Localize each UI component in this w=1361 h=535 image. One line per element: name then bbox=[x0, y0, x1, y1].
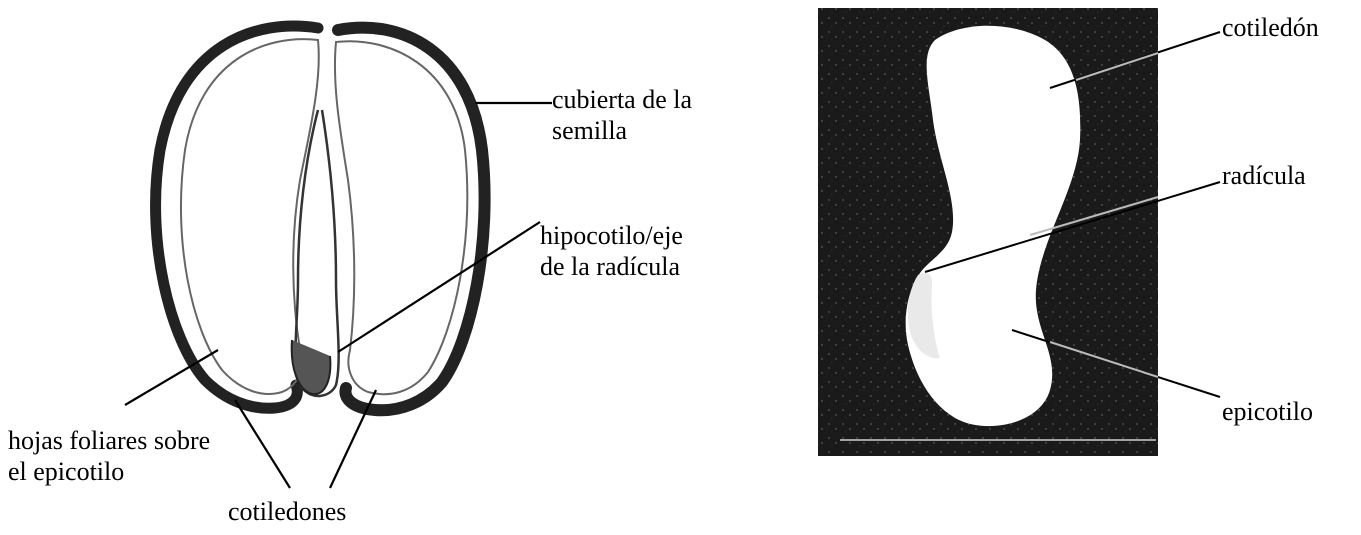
label-leaves-line2: el epicotilo bbox=[8, 456, 210, 487]
label-seed-coat: cubierta de la semilla bbox=[552, 84, 692, 146]
label-cotyledon: cotiledón bbox=[1222, 12, 1319, 43]
label-cotyledons: cotiledones bbox=[228, 496, 346, 527]
leader-hypocotyl bbox=[338, 222, 540, 352]
cotyledon-left bbox=[181, 39, 319, 394]
label-seed-coat-line2: semilla bbox=[552, 115, 692, 146]
label-hypocotyl-line1: hipocotilo/eje bbox=[540, 220, 683, 251]
label-hypocotyl-line2: de la radícula bbox=[540, 251, 683, 282]
bean-seed-section-drawing bbox=[156, 26, 485, 410]
embryo-photograph bbox=[818, 8, 1158, 456]
seed-coat-right bbox=[338, 28, 485, 411]
label-hypocotyl: hipocotilo/eje de la radícula bbox=[540, 220, 683, 282]
label-epicotyl: epicotilo bbox=[1222, 396, 1313, 427]
label-leaves: hojas foliares sobre el epicotilo bbox=[8, 425, 210, 487]
label-leaves-line1: hojas foliares sobre bbox=[8, 425, 210, 456]
label-seed-coat-line1: cubierta de la bbox=[552, 84, 692, 115]
label-radicle: radícula bbox=[1222, 160, 1306, 191]
